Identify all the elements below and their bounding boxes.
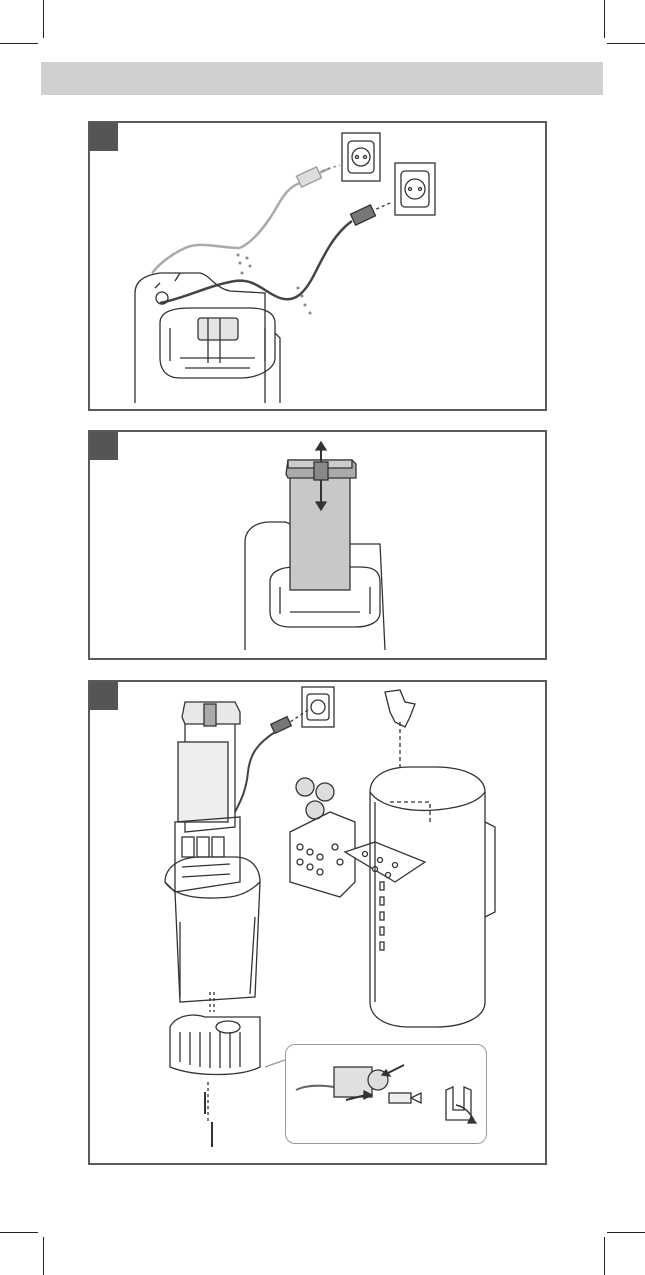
crop-mark-top-right-v (604, 0, 605, 38)
crop-mark-top-left-h (0, 43, 38, 44)
crop-mark-bottom-left-v (43, 1237, 44, 1275)
panel-cartridge-removal (88, 430, 547, 660)
wall-socket-icon (302, 687, 334, 727)
panel-power-disconnect (88, 121, 547, 411)
crop-mark-top-left-v (43, 0, 44, 38)
header-band (41, 62, 603, 95)
pump-detail-inset (285, 1044, 487, 1144)
cartridge-removal-illustration (90, 432, 545, 658)
crop-mark-bottom-left-h (0, 1232, 38, 1233)
wall-socket-icon (342, 133, 380, 181)
pump-detail-illustration (286, 1045, 486, 1143)
crop-mark-bottom-right-h (607, 1232, 645, 1233)
wall-socket-icon (395, 163, 435, 215)
panel-disassembly (88, 680, 547, 1165)
crop-mark-top-right-h (607, 43, 645, 44)
power-disconnect-illustration (90, 123, 545, 409)
crop-mark-bottom-right-v (604, 1237, 605, 1275)
